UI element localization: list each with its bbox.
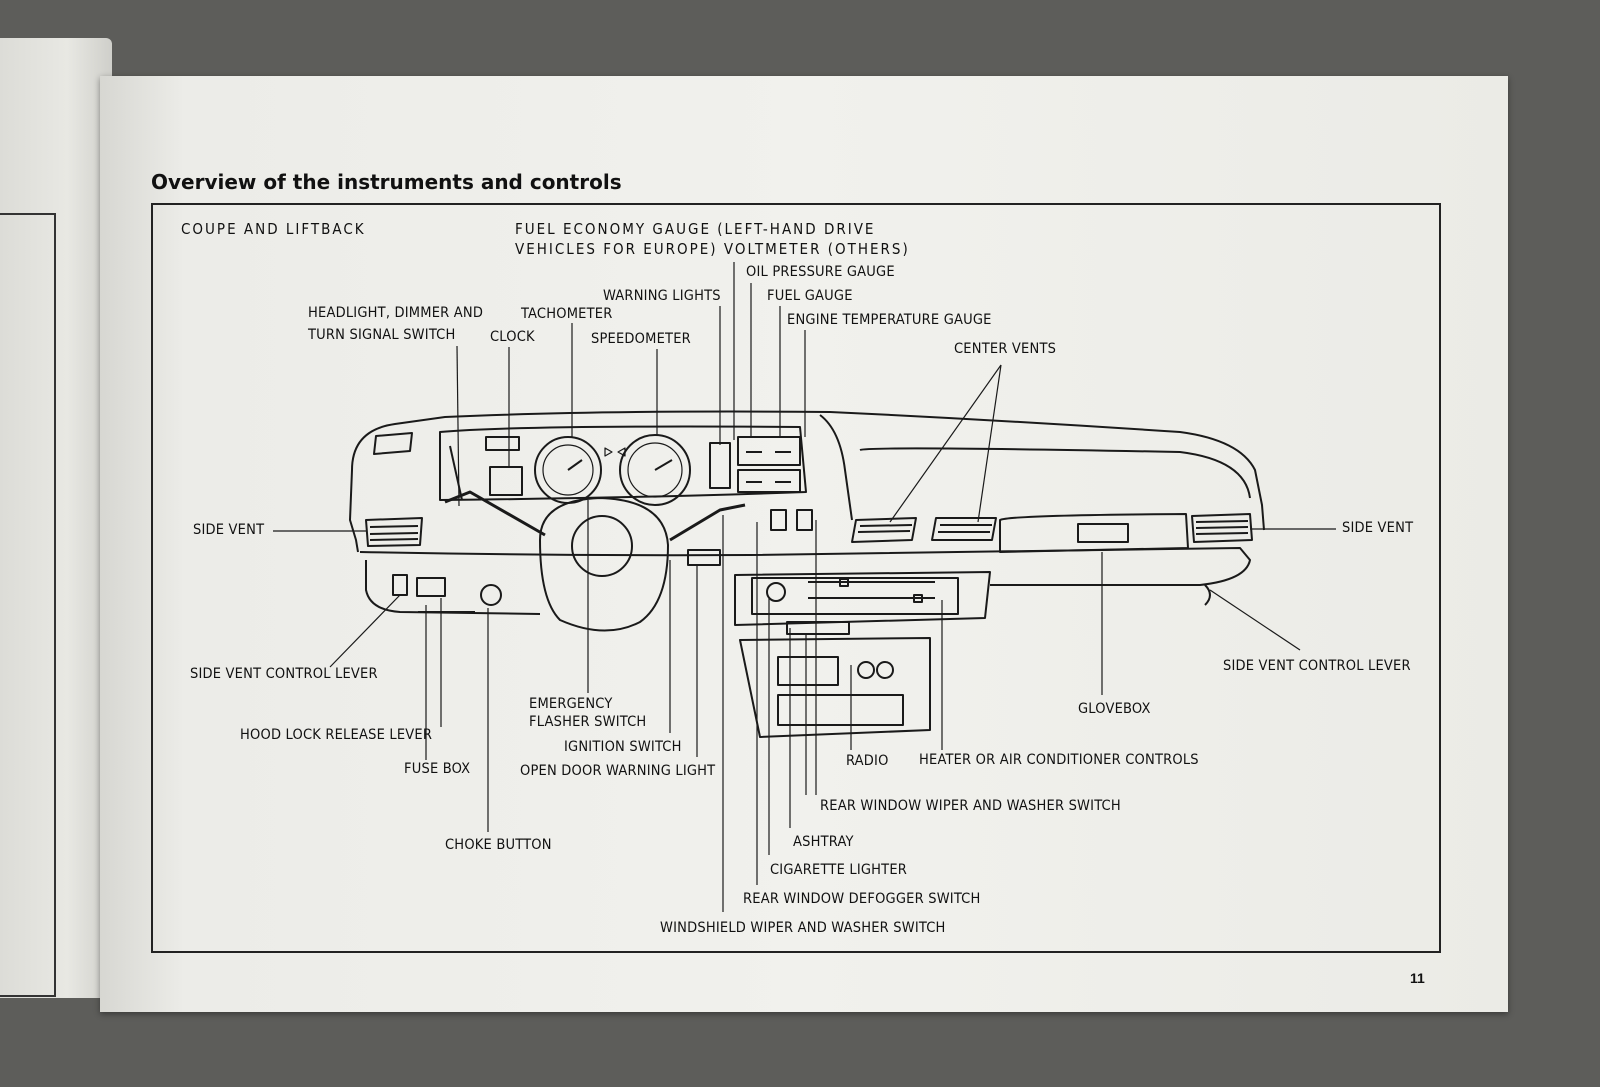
label-tachometer: TACHOMETER	[521, 306, 613, 322]
side-vent-right	[1191, 513, 1253, 543]
label-open-door-warning-light: OPEN DOOR WARNING LIGHT	[520, 763, 716, 779]
label-ashtray: ASHTRAY	[793, 834, 854, 850]
page-heading: Overview of the instruments and controls	[151, 170, 622, 194]
diagram-frame	[151, 203, 1441, 953]
label-center-vents: CENTER VENTS	[954, 341, 1057, 357]
left-page-border	[0, 213, 56, 997]
page-number: 11	[1410, 970, 1425, 986]
diagram-subtitle: COUPE AND LIFTBACK	[181, 220, 366, 238]
label-glovebox: GLOVEBOX	[1078, 701, 1151, 717]
label-windshield-wiper-switch: WINDSHIELD WIPER AND WASHER SWITCH	[660, 920, 946, 936]
label-choke-button: CHOKE BUTTON	[445, 837, 552, 853]
label-side-vent-left: SIDE VENT	[193, 522, 265, 538]
label-side-vent-control-lever-right: SIDE VENT CONTROL LEVER	[1223, 658, 1411, 674]
center-vents	[851, 517, 997, 543]
left-page	[0, 38, 112, 998]
dashboard-outline	[351, 410, 1265, 531]
manual-page	[100, 76, 1508, 1012]
speedometer-dial	[619, 434, 691, 506]
label-hood-lock-release-lever: HOOD LOCK RELEASE LEVER	[240, 727, 433, 743]
leader-lines	[273, 262, 1336, 912]
label-ignition-switch: IGNITION SWITCH	[564, 739, 682, 755]
label-cigarette-lighter: CIGARETTE LIGHTER	[770, 862, 908, 878]
label-side-vent-right: SIDE VENT	[1342, 520, 1414, 536]
label-rear-defogger-switch: REAR WINDOW DEFOGGER SWITCH	[743, 891, 981, 907]
label-emergency-flasher-switch: EMERGENCY FLASHER SWITCH	[529, 696, 647, 730]
glovebox	[999, 513, 1189, 553]
label-clock: CLOCK	[490, 329, 535, 345]
label-speedometer: SPEEDOMETER	[591, 331, 691, 347]
label-headlight-switch: HEADLIGHT, DIMMER AND TURN SIGNAL SWITCH	[308, 305, 484, 343]
label-fuel-gauge: FUEL GAUGE	[767, 288, 853, 304]
label-side-vent-control-lever-left: SIDE VENT CONTROL LEVER	[190, 666, 378, 682]
steering-column	[539, 497, 669, 632]
label-rear-wiper-switch: REAR WINDOW WIPER AND WASHER SWITCH	[820, 798, 1121, 814]
label-fuse-box: FUSE BOX	[404, 761, 471, 777]
label-heater-controls: HEATER OR AIR CONDITIONER CONTROLS	[919, 752, 1199, 768]
side-vent-left	[365, 517, 423, 547]
label-radio: RADIO	[846, 753, 889, 769]
label-oil-pressure-gauge: OIL PRESSURE GAUGE	[746, 264, 895, 280]
label-warning-lights: WARNING LIGHTS	[603, 288, 721, 304]
label-engine-temperature-gauge: ENGINE TEMPERATURE GAUGE	[787, 312, 992, 328]
label-fuel-economy-gauge: FUEL ECONOMY GAUGE (LEFT-HAND DRIVE VEHI…	[515, 220, 910, 258]
